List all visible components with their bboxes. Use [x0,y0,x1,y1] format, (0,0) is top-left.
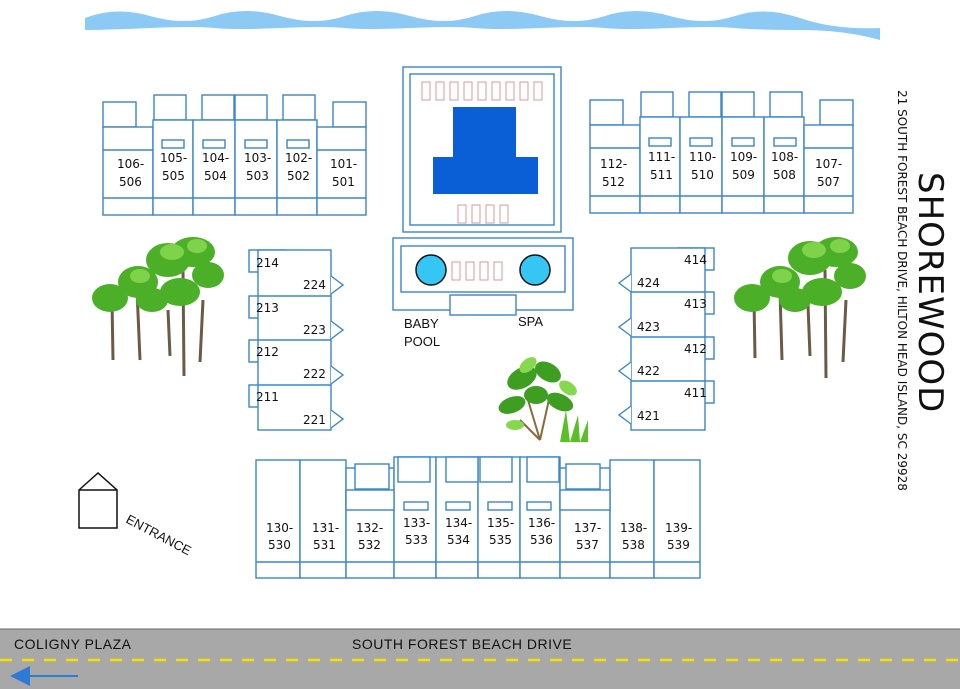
unit-105-505-b: 505 [162,169,185,183]
unit-224: 224 [303,278,326,292]
pool-complex [392,66,574,316]
unit-422: 422 [637,364,660,378]
baby-pool-label-line1: BABY [404,316,439,331]
unit-106-506: 106- [117,157,144,171]
unit-133-533: 133- [403,516,430,530]
unit-221: 221 [303,413,326,427]
unit-138-538: 138- [620,521,647,535]
coligny-plaza-label: COLIGNY PLAZA [14,636,132,652]
unit-108-508: 108- [771,150,798,164]
unit-133-533-b: 533 [405,533,428,547]
unit-138-538-b: 538 [622,538,645,552]
unit-labels-left-200s: 214 224 213 223 212 222 211 221 [256,256,326,427]
unit-137-537: 137- [574,521,601,535]
unit-136-536: 136- [528,516,555,530]
unit-107-507: 107- [815,157,842,171]
unit-132-532: 132- [356,521,383,535]
pool-chairs-top [421,81,543,101]
unit-109-509: 109- [730,150,757,164]
unit-110-510-b: 510 [691,168,714,182]
unit-423: 423 [637,320,660,334]
shrub-icon [498,357,588,442]
unit-132-532-b: 532 [358,538,381,552]
entrance-label: ENTRANCE [124,511,194,558]
unit-101-501-b: 501 [332,175,355,189]
unit-111-511: 111- [648,150,675,164]
unit-134-534-b: 534 [447,533,470,547]
unit-103-503-b: 503 [246,169,269,183]
unit-103-503: 103- [244,151,271,165]
unit-212: 212 [256,345,279,359]
ocean-waves-icon [84,7,881,40]
unit-107-507-b: 507 [817,175,840,189]
building-right-400s [617,247,715,431]
unit-106-506-b: 506 [119,175,142,189]
unit-102-502-b: 502 [287,169,310,183]
unit-135-535-b: 535 [489,533,512,547]
unit-139-539: 139- [665,521,692,535]
unit-labels-top-right: 112- 512 111- 511 110- 510 109- 509 108-… [600,150,842,189]
unit-421: 421 [637,409,660,423]
resort-address: 21 SOUTH FOREST BEACH DRIVE, HILTON HEAD… [895,90,909,491]
unit-109-509-b: 509 [732,168,755,182]
unit-413: 413 [684,297,707,311]
unit-414: 414 [684,253,707,267]
unit-108-508-b: 508 [773,168,796,182]
pool-chairs-middle [451,261,503,281]
unit-104-504: 104- [202,151,229,165]
unit-424: 424 [637,276,660,290]
building-top-right [589,91,854,214]
unit-110-510: 110- [689,150,716,164]
unit-214: 214 [256,256,279,270]
unit-412: 412 [684,342,707,356]
main-pool [433,107,538,194]
unit-labels-bottom: 130- 530 131- 531 132- 532 133- 533 134-… [266,516,692,552]
unit-112-512-b: 512 [602,175,625,189]
unit-211: 211 [256,390,279,404]
unit-labels-right-400s: 414 424 413 423 412 422 411 421 [637,253,707,423]
unit-213: 213 [256,301,279,315]
unit-139-539-b: 539 [667,538,690,552]
resort-title: SHOREWOOD [910,172,950,413]
road-name-label: SOUTH FOREST BEACH DRIVE [352,636,572,652]
unit-131-531: 131- [312,521,339,535]
unit-134-534: 134- [445,516,472,530]
road [0,628,960,689]
tree-icon [734,237,866,379]
unit-135-535: 135- [487,516,514,530]
unit-101-501: 101- [330,157,357,171]
arrow-left-icon [10,666,78,686]
spa-label: SPA [518,314,543,329]
unit-411: 411 [684,386,707,400]
unit-223: 223 [303,323,326,337]
tree-icon [92,237,224,377]
unit-130-530: 130- [266,521,293,535]
building-left-200s [248,249,345,431]
unit-104-504-b: 504 [204,169,227,183]
pool-chairs-bottom [457,204,509,224]
unit-105-505: 105- [160,151,187,165]
entrance-house-icon [78,471,118,529]
unit-131-531-b: 531 [313,538,336,552]
unit-102-502: 102- [285,151,312,165]
unit-130-530-b: 530 [268,538,291,552]
unit-137-537-b: 537 [576,538,599,552]
unit-112-512: 112- [600,157,627,171]
unit-labels-top-left: 106- 506 105- 505 104- 504 103- 503 102-… [117,151,357,189]
unit-222: 222 [303,367,326,381]
baby-pool-label-line2: POOL [404,334,440,349]
building-top-left [102,94,367,216]
unit-111-511-b: 511 [650,168,673,182]
building-bottom [255,456,701,579]
spa [519,254,551,286]
baby-pool [415,254,447,286]
unit-136-536-b: 536 [530,533,553,547]
